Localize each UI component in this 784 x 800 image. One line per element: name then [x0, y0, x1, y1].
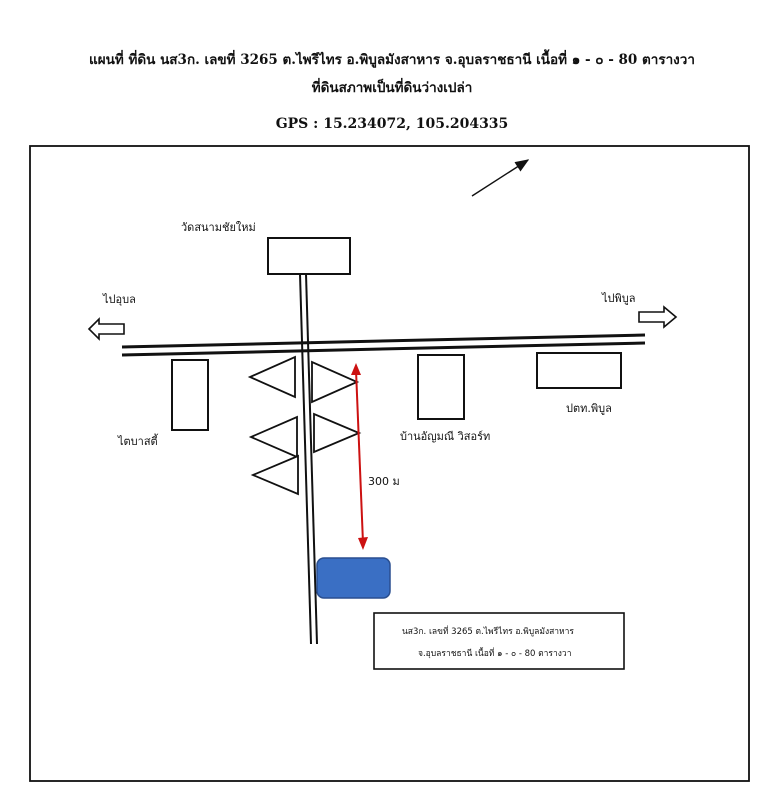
- tree-triangle: [250, 454, 299, 496]
- north-arrow: [471, 159, 530, 197]
- tree-triangle: [311, 360, 360, 404]
- to-ubon-label: ไปอุบล: [102, 293, 136, 306]
- police-label: ปตท.พิบูล: [566, 402, 612, 415]
- tree-triangle: [313, 412, 362, 454]
- main-road-bottom: [121, 341, 646, 357]
- info-box-line1: นส3ก. เลขที่ 3265 ต.ไพรีไทร อ.พิบูลมังสา…: [402, 625, 574, 637]
- vertical-road-left: [299, 273, 312, 645]
- info-box: [373, 612, 625, 670]
- tree-triangle: [248, 415, 298, 459]
- gps-coordinates: GPS : 15.234072, 105.204335: [275, 116, 509, 132]
- info-box-line2: จ.อุบลราชธานี เนื้อที่ ๑ - ๐ - 80 ตารางว…: [418, 647, 571, 659]
- resort-building: [417, 354, 465, 420]
- arrow-to-phibun-icon: [638, 305, 678, 329]
- distance-label: 300 ม: [368, 475, 400, 488]
- map-frame: [29, 145, 750, 782]
- to-phibun-label: ไปพิบูล: [601, 292, 636, 305]
- resort-label: บ้านอัญมณี วิสอร์ท: [400, 430, 490, 443]
- arrow-to-ubon-icon: [87, 317, 125, 341]
- temple-label: วัดสนามชัยใหม่: [181, 221, 256, 234]
- tiger-party-label: ไตบาสตี้: [117, 433, 159, 448]
- main-road-top: [121, 333, 646, 349]
- tree-triangle: [247, 355, 296, 399]
- distance-arrow: [351, 363, 368, 550]
- map-title-line2: ที่ดินสภาพเป็นที่ดินว่างเปล่า: [311, 80, 473, 96]
- subject-land-plot: [316, 557, 391, 599]
- police-building: [536, 352, 622, 389]
- tiger-party-building: [171, 359, 209, 431]
- vertical-road-right: [305, 273, 318, 645]
- temple-building: [267, 237, 351, 275]
- map-title-line1: แผนที่ ที่ดิน นส3ก. เลขที่ 3265 ต.ไพรีไท…: [89, 52, 695, 68]
